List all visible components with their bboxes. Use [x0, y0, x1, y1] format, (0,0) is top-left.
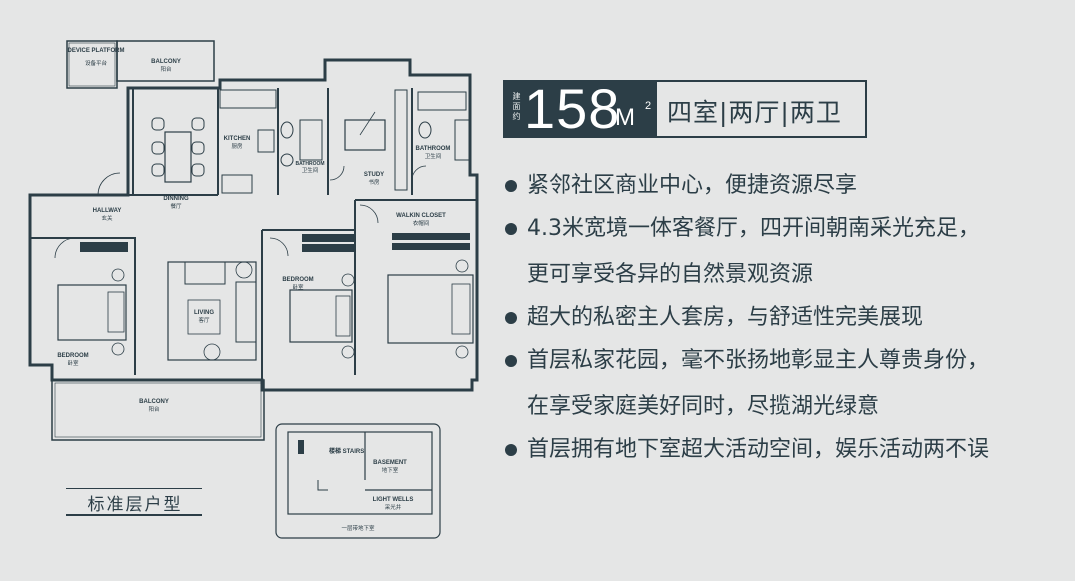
feature-text: 首层私家花园，毫不张扬地彰显主人尊贵身份，: [527, 348, 990, 373]
bullet-icon: [505, 180, 517, 192]
plan-label-light-wells-cn: 采光井: [385, 503, 402, 511]
bullet-icon: [505, 355, 517, 367]
bullet-icon: [505, 444, 517, 456]
plan-label-kitchen-cn: 厨房: [231, 142, 243, 150]
plan-label-light-wells: LIGHT WELLS: [373, 497, 414, 503]
plan-label-kitchen: KITCHEN: [224, 136, 251, 142]
plan-label-bathroom-1-cn: 卫生间: [302, 166, 319, 174]
plan-label-study: STUDY: [364, 172, 384, 178]
room-layout: 四室|两厅|两卫: [667, 98, 842, 127]
area-number-panel: 建 面 约 158 M 2: [505, 77, 657, 140]
feature-item: 首层拥有地下室超大活动空间，娱乐活动两不误: [505, 434, 1065, 466]
plan-label-bedroom-2-cn: 卧室: [292, 283, 304, 291]
feature-text: 在享受家庭美好同时，尽揽湖光绿意: [527, 394, 880, 419]
plan-label-device-platform-cn: 设备平台: [85, 59, 108, 67]
bullet-icon: [505, 312, 517, 324]
feature-text: 超大的私密主人套房，与舒适性完美展现: [527, 305, 924, 330]
plan-label-study-cn: 书房: [368, 178, 380, 186]
caption-rule-top: [66, 488, 202, 489]
plan-label-basement-cn: 地下室: [382, 466, 399, 474]
plan-label-stairs: 楼梯 STAIRS: [329, 447, 364, 455]
plan-label-device-platform: DEVICE PLATFORM: [68, 48, 125, 54]
feature-list: 紧邻社区商业中心，便捷资源尽享 4.3米宽境一体客餐厅，四开间朝南采光充足， 更…: [505, 170, 1065, 477]
area-number: 158: [524, 77, 621, 140]
plan-label-dining-cn: 餐厅: [170, 202, 182, 210]
plan-label-basement: BASEMENT: [373, 460, 407, 466]
plan-label-living: LIVING: [194, 310, 214, 316]
feature-text: 更可享受各异的自然景观资源: [527, 262, 814, 287]
plan-label-balcony-top-cn: 阳台: [160, 65, 172, 73]
area-unit-superscript: 2: [645, 100, 652, 112]
feature-text: 4.3米宽境一体客餐厅，四开间朝南采光充足，: [527, 216, 980, 241]
feature-item: 紧邻社区商业中心，便捷资源尽享: [505, 170, 1065, 202]
plan-label-bedroom-1: BEDROOM: [57, 353, 88, 359]
caption-rule-bottom: [66, 514, 202, 516]
plan-label-bathroom-1: BATHROOM: [295, 161, 324, 167]
plan-label-bedroom-2: BEDROOM: [282, 277, 313, 283]
plan-label-balcony-bottom-cn: 阳台: [148, 405, 160, 413]
feature-item: 首层私家花园，毫不张扬地彰显主人尊贵身份， 在享受家庭美好同时，尽揽湖光绿意: [505, 345, 1065, 423]
plan-label-balcony-bottom: BALCONY: [139, 399, 169, 405]
plan-label-bedroom-1-cn: 卧室: [67, 359, 79, 367]
plan-label-walkin-closet-cn: 衣帽间: [413, 219, 430, 227]
feature-item: 4.3米宽境一体客餐厅，四开间朝南采光充足， 更可享受各异的自然景观资源: [505, 213, 1065, 291]
plan-label-balcony-top: BALCONY: [151, 59, 181, 65]
plan-label-hallway-cn: 玄关: [101, 214, 113, 222]
area-label: 建 面 约: [512, 92, 521, 121]
plan-label-walkin-closet: WALKIN CLOSET: [396, 213, 446, 219]
plan-label-basement-caption: 一层带地下室: [341, 524, 375, 532]
area-unit: M: [615, 104, 635, 131]
plan-label-hallway: HALLWAY: [93, 208, 122, 214]
plan-label-bathroom-2: BATHROOM: [416, 146, 451, 152]
plan-label-bathroom-2-cn: 卫生间: [425, 152, 442, 160]
feature-item: 超大的私密主人套房，与舒适性完美展现: [505, 302, 1065, 334]
area-box: 建 面 约 158 M 2 四室|两厅|两卫: [503, 77, 867, 140]
feature-text: 首层拥有地下室超大活动空间，娱乐活动两不误: [527, 437, 990, 462]
plan-label-dining: DINNING: [163, 196, 189, 202]
plan-label-living-cn: 客厅: [198, 316, 210, 324]
floor-plan: DEVICE PLATFORM 设备平台 BALCONY 阳台 KITCHEN …: [28, 40, 479, 539]
bullet-icon: [505, 223, 517, 235]
feature-text: 紧邻社区商业中心，便捷资源尽享: [527, 173, 858, 198]
plan-caption: 标准层户型: [87, 495, 183, 515]
